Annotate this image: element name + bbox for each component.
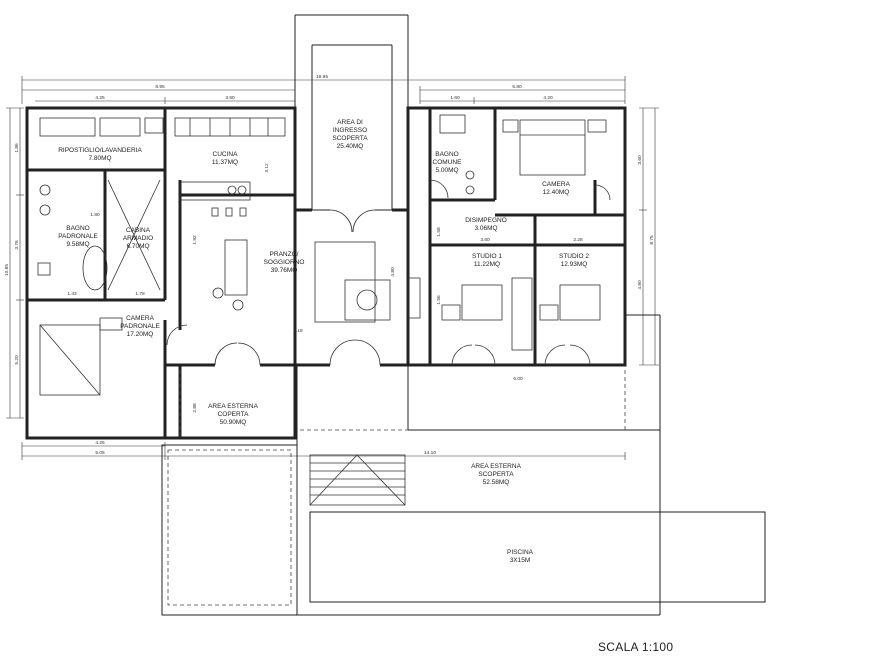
dim-mid-480: 4.80 — [390, 267, 396, 277]
dim-right-360: 3.60 — [637, 155, 643, 165]
label-studio2-area: 12.93MQ — [561, 261, 588, 268]
label-ingresso-line1: AREA DI — [337, 119, 363, 126]
label-bagno-padronale-line1: BAGNO — [66, 225, 89, 232]
furniture — [37, 114, 607, 396]
label-cucina-name: CUCINA — [213, 151, 239, 158]
dim-158: 1.58 — [436, 227, 442, 237]
label-bagno-comune-line2: COMUNE — [433, 159, 463, 166]
scale-label: SCALA 1:100 — [598, 640, 674, 654]
dim-right-875: 8.75 — [649, 235, 655, 245]
dim-bottom-425: 4.25 — [95, 440, 105, 446]
label-pranzo-line2: SOGGIORNO — [264, 259, 305, 266]
label-ingresso-line2: INGRESSO — [333, 127, 367, 134]
label-bagno-padronale-line2: PADRONALE — [58, 233, 98, 240]
dim-420: 4.20 — [543, 95, 553, 101]
dim-228: 2.28 — [573, 237, 583, 243]
dim-left-376: 3.76 — [14, 240, 20, 250]
stairs — [309, 454, 406, 506]
dimension-lines-right — [639, 107, 659, 366]
label-bagno-padronale-area: 9.58MQ — [66, 241, 89, 248]
label-bagno-comune-area: 5.00MQ — [435, 167, 458, 174]
label-area-coperta-area: 50.90MQ — [220, 419, 247, 426]
doors — [166, 179, 611, 366]
dim-312: 3.12 — [264, 163, 270, 173]
label-area-scoperta-line1: AREA ESTERNA — [471, 463, 522, 470]
label-piscina-area: 3X15M — [510, 557, 531, 564]
dim-total-top: 19.95 — [316, 74, 328, 80]
label-area-coperta-line1: AREA ESTERNA — [208, 403, 259, 410]
dim-918: 9.18 — [293, 328, 303, 334]
dim-192: 1.92 — [192, 235, 198, 245]
label-camera-area: 12.40MQ — [543, 189, 570, 196]
label-camera-padronale-line1: CAMERA — [126, 315, 154, 322]
label-pranzo-line1: PRANZO/ — [270, 251, 299, 258]
label-studio2-name: STUDIO 2 — [559, 253, 589, 260]
dim-160: 1.60 — [450, 95, 460, 101]
label-disimpegno-area: 3.06MQ — [474, 225, 497, 232]
dim-156: 1.56 — [436, 295, 442, 305]
label-area-scoperta-line2: SCOPERTA — [478, 471, 514, 478]
dim-left-520: 5.20 — [14, 355, 20, 365]
label-ingresso-area: 25.40MQ — [337, 143, 364, 150]
label-pranzo-area: 39.76MQ — [271, 267, 298, 274]
dim-178: 1.78 — [135, 291, 145, 297]
entrance-area-walls — [294, 14, 409, 233]
dim-143: 1.43 — [67, 291, 77, 297]
label-area-coperta-line2: COPERTA — [218, 411, 249, 418]
label-camera-padronale-area: 17.20MQ — [127, 331, 154, 338]
dim-left-1085: 10.85 — [4, 264, 10, 276]
dim-288: 2.88 — [192, 403, 198, 413]
label-cabina-area: 6.70MQ — [126, 243, 149, 250]
room-labels: RIPOSTIGLIO/LAVANDERIA 7.80MQ CUCINA 11.… — [58, 119, 589, 564]
label-camera-name: CAMERA — [542, 181, 570, 188]
label-disimpegno-name: DISIMPEGNO — [465, 217, 507, 224]
dimension-lines-top — [21, 76, 626, 104]
dim-right-top: 6.80 — [512, 84, 522, 90]
dim-600: 6.00 — [513, 376, 523, 382]
label-ingresso-line3: SCOPERTA — [332, 135, 368, 142]
pool — [309, 511, 766, 603]
label-studio1-area: 11.22MQ — [474, 261, 500, 268]
label-piscina-name: PISCINA — [507, 549, 534, 556]
label-camera-padronale-line2: PADRONALE — [120, 323, 160, 330]
interior-walls — [27, 108, 625, 440]
dim-bottom-1410: 14.10 — [424, 450, 436, 456]
dim-right-480: 4.80 — [637, 280, 643, 290]
dim-bottom-505: 5.05 — [95, 450, 105, 456]
internal-dimensions: 1.80 1.43 1.78 3.12 1.92 9.18 4.80 2.88 … — [67, 163, 583, 413]
dim-left-186: 1.86 — [14, 143, 20, 153]
dim-360b: 3.60 — [480, 237, 490, 243]
dimension-lines-left — [6, 107, 24, 419]
dim-360: 3.60 — [225, 95, 235, 101]
label-cucina-area: 11.37MQ — [212, 159, 238, 166]
label-area-scoperta-area: 52.58MQ — [483, 479, 510, 486]
label-bagno-comune-line1: BAGNO — [435, 151, 458, 158]
label-ripostiglio-name: RIPOSTIGLIO/LAVANDERIA — [58, 147, 142, 154]
label-studio1-name: STUDIO 1 — [472, 253, 502, 260]
dim-425: 4.25 — [95, 95, 105, 101]
outdoor-uncovered-area — [296, 314, 661, 616]
dim-180: 1.80 — [90, 212, 100, 218]
dim-left-top: 8.95 — [155, 84, 165, 90]
label-cabina-line2: ARMADIO — [123, 235, 153, 242]
label-ripostiglio-area: 7.80MQ — [88, 155, 111, 162]
label-cabina-line1: CABINA — [126, 227, 151, 234]
dimension-lines-bottom — [21, 442, 626, 460]
